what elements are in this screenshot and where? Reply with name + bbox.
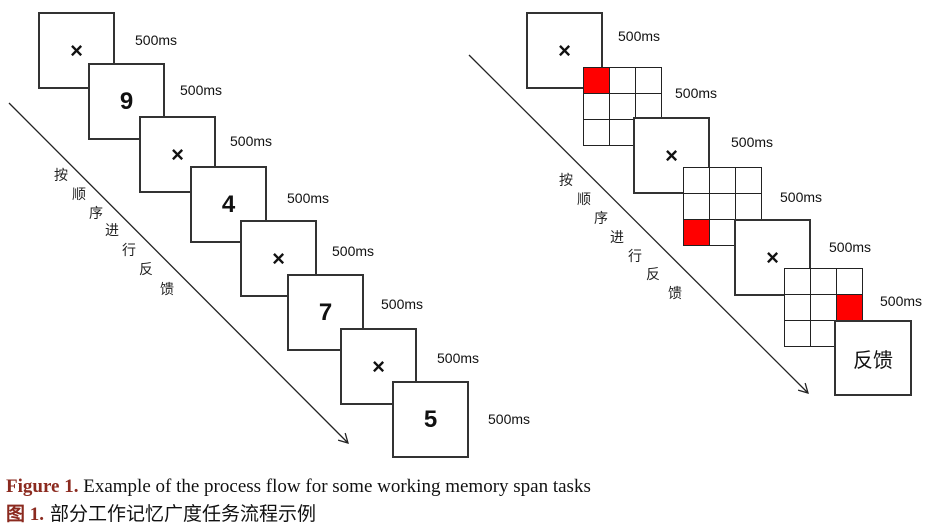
caption-text-en: Example of the process flow for some wor… <box>78 476 591 497</box>
figure-caption-en: Figure 1. Example of the process flow fo… <box>6 476 591 498</box>
grid-cell-highlighted <box>684 220 710 246</box>
figure-label-en: Figure 1. <box>6 476 79 497</box>
grid-cell <box>710 220 736 246</box>
grid-cell <box>610 94 636 120</box>
right-frame-7-feedback: 反馈 <box>834 320 912 396</box>
arrow-label-char: 序 <box>89 206 103 222</box>
grid-cell <box>584 94 610 120</box>
grid-cell <box>785 321 811 347</box>
fixation-cross-icon: × <box>766 244 779 270</box>
arrow-label-char: 顺 <box>72 187 86 203</box>
left-frame-1-fixation: × <box>38 12 115 89</box>
digit-text: 9 <box>119 87 134 115</box>
arrow-label-char: 行 <box>122 243 136 259</box>
arrow-label-char: 反 <box>646 267 660 283</box>
grid-cell <box>811 321 837 347</box>
duration-label: 500ms <box>332 243 375 259</box>
digit-text: 7 <box>318 298 333 326</box>
grid-cell-highlighted <box>584 68 610 94</box>
duration-label: 500ms <box>675 85 718 101</box>
right-time-arrow <box>468 54 809 394</box>
duration-label: 500ms <box>731 134 774 150</box>
duration-label: 500ms <box>780 189 823 205</box>
grid-cell <box>837 269 863 295</box>
left-frame-8-digit: 5 <box>392 381 469 458</box>
digit-text: 5 <box>423 405 438 433</box>
digit-text: 4 <box>221 190 236 218</box>
grid-cell <box>710 168 736 194</box>
arrow-label-char: 反 <box>139 262 153 278</box>
arrow-label-char: 行 <box>628 249 642 265</box>
grid-cell <box>785 295 811 321</box>
grid-cell-highlighted <box>837 295 863 321</box>
duration-label: 500ms <box>829 239 872 255</box>
duration-label: 500ms <box>880 293 923 309</box>
duration-label: 500ms <box>618 28 661 44</box>
fixation-cross-icon: × <box>70 37 83 63</box>
left-frame-4-digit: 4 <box>190 166 267 243</box>
grid-cell <box>684 168 710 194</box>
duration-label: 500ms <box>488 411 531 427</box>
grid-cell <box>785 269 811 295</box>
arrow-label-char: 进 <box>610 230 624 246</box>
duration-label: 500ms <box>287 190 330 206</box>
grid-cell <box>811 295 837 321</box>
duration-label: 500ms <box>230 133 273 149</box>
arrow-label-char: 按 <box>54 168 68 184</box>
arrow-label-char: 馈 <box>668 286 682 302</box>
duration-label: 500ms <box>180 82 223 98</box>
arrow-label-char: 顺 <box>577 192 591 208</box>
arrow-label-char: 序 <box>594 211 608 227</box>
fixation-cross-icon: × <box>171 141 184 167</box>
fixation-cross-icon: × <box>558 37 571 63</box>
duration-label: 500ms <box>437 350 480 366</box>
grid-cell <box>684 194 710 220</box>
arrow-label-char: 按 <box>559 173 573 189</box>
duration-label: 500ms <box>381 296 424 312</box>
feedback-text: 反馈 <box>853 347 893 372</box>
grid-cell <box>736 168 762 194</box>
duration-label: 500ms <box>135 32 178 48</box>
grid-cell <box>636 68 662 94</box>
caption-text-zh: 部分工作记忆广度任务流程示例 <box>44 503 317 525</box>
grid-cell <box>736 194 762 220</box>
grid-cell <box>610 68 636 94</box>
grid-cell <box>710 194 736 220</box>
left-time-arrow <box>8 102 349 444</box>
fixation-cross-icon: × <box>272 245 285 271</box>
figure-label-zh: 图 1. <box>6 504 45 525</box>
arrow-label-char: 进 <box>105 223 119 239</box>
figure-caption-zh: 图 1. 部分工作记忆广度任务流程示例 <box>6 499 316 526</box>
fixation-cross-icon: × <box>372 353 385 379</box>
grid-cell <box>584 120 610 146</box>
grid-cell <box>811 269 837 295</box>
fixation-cross-icon: × <box>665 142 678 168</box>
arrow-label-char: 馈 <box>160 282 174 298</box>
